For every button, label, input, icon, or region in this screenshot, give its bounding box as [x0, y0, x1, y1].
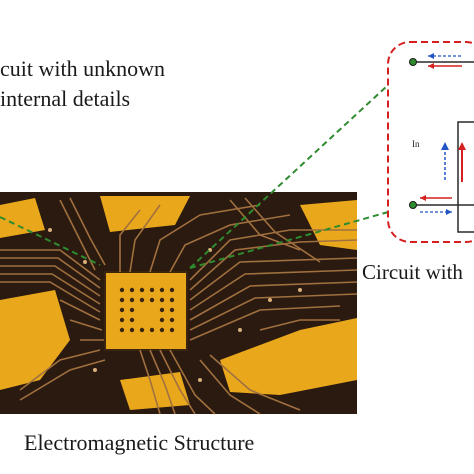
inset-component-box	[457, 121, 474, 233]
inset-border	[387, 41, 474, 243]
bottom-arrow-red-head	[420, 195, 426, 201]
pcb-pour-bottom	[120, 372, 190, 410]
pcb-chip	[104, 271, 188, 351]
pcb-vias	[48, 228, 302, 382]
terminal-top	[409, 58, 417, 66]
top-arrow-blue-head	[428, 53, 434, 59]
green-dashed-connectors	[0, 61, 414, 269]
pcb-image	[0, 192, 358, 415]
pcb-pour-top	[100, 196, 190, 232]
bottom-arrow-blue-head	[446, 209, 452, 215]
vertical-arrow-blue-head	[441, 142, 449, 150]
unknown-circuit-label-line1: cuit with unknown	[0, 56, 165, 81]
pcb-chip-pins	[119, 287, 175, 333]
pcb-pour-top-right	[300, 200, 357, 250]
circuit-with-label: Circuit with	[362, 260, 463, 284]
pcb-pour-bottom-right	[220, 318, 357, 395]
top-arrow-red-head	[428, 63, 434, 69]
electromagnetic-structure-caption: Electromagnetic Structure	[24, 430, 255, 455]
connector-chip-to-inset-top	[189, 61, 414, 269]
pcb-pour-left-top	[0, 198, 45, 238]
connector-left-to-chip	[0, 216, 101, 266]
inset-in-label: In	[412, 139, 420, 149]
inset-wires	[413, 61, 474, 233]
vertical-arrow-red-head	[458, 142, 466, 150]
terminal-bottom	[409, 201, 417, 209]
pcb-pour-left	[0, 290, 70, 390]
inset-circuit: In	[387, 41, 474, 243]
connector-chip-to-inset-bottom	[189, 204, 414, 269]
unknown-circuit-label-line2: internal details	[0, 86, 131, 111]
